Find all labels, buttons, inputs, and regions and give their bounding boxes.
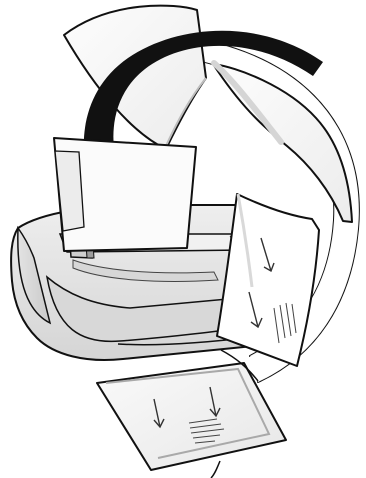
input-paper-sheet bbox=[54, 138, 196, 251]
